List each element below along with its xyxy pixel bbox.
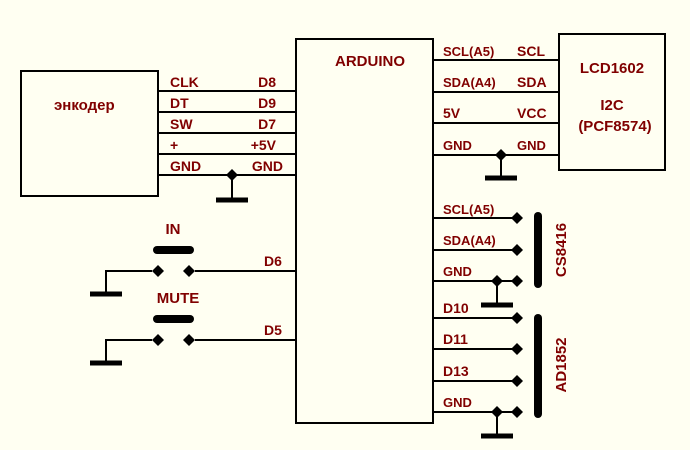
- arduino-title: ARDUINO: [335, 53, 405, 70]
- encoder-pin-clk: CLK: [170, 74, 199, 90]
- cs8416-title: CS8416: [553, 223, 570, 277]
- ground-symbol-cs8416: [481, 281, 513, 308]
- lcd-pin-sda: SDA: [517, 74, 547, 90]
- connector-dots: [491, 212, 523, 418]
- arduino-box: [295, 38, 434, 424]
- button-in-contact-right: [183, 265, 195, 277]
- lcd-arduino-gnd: GND: [443, 138, 472, 153]
- lcd-pin-gnd: GND: [517, 138, 546, 153]
- arduino-pin-d7: D7: [258, 116, 276, 132]
- ad1852-pin-gnd: GND: [443, 395, 472, 410]
- button-in-contact-left: [152, 265, 164, 277]
- lcd-arduino-scl: SCL(A5): [443, 44, 494, 59]
- ad1852-title: AD1852: [553, 337, 570, 392]
- arduino-pin-5v: +5V: [251, 137, 277, 153]
- lcd-pin-vcc: VCC: [517, 105, 547, 121]
- arduino-pin-gnd: GND: [252, 158, 283, 174]
- encoder-title: энкодер: [54, 97, 115, 114]
- encoder-pin-dt: DT: [170, 95, 189, 111]
- lcd-pin-scl: SCL: [517, 43, 545, 59]
- ad1852-pin-d11: D11: [443, 331, 468, 347]
- ad1852-pin-d10: D10: [443, 300, 469, 316]
- button-in-label: IN: [166, 221, 181, 238]
- lcd-title: LCD1602: [580, 60, 644, 77]
- ground-symbol-ad1852: [481, 412, 513, 439]
- arduino-pin-d9: D9: [258, 95, 276, 111]
- button-mute-wire-gnd: [105, 339, 152, 363]
- ground-symbol-lcd: [485, 149, 517, 181]
- arduino-pin-d8: D8: [258, 74, 276, 90]
- lcd-arduino-5v: 5V: [443, 105, 461, 121]
- button-in-pin: D6: [264, 253, 282, 269]
- encoder-box: [20, 70, 159, 197]
- button-mute-label: MUTE: [157, 290, 200, 307]
- encoder-pin-gnd: GND: [170, 158, 201, 174]
- cs8416-pin-gnd: GND: [443, 264, 472, 279]
- lcd-arduino-sda: SDA(A4): [443, 75, 496, 90]
- encoder-pin-sw: SW: [170, 116, 193, 132]
- button-in-wire-gnd: [105, 270, 152, 294]
- ground-symbol-encoder: [216, 169, 248, 203]
- ad1852-pin-d13: D13: [443, 363, 469, 379]
- lcd-box: [558, 33, 666, 171]
- cs8416-pin-scl: SCL(A5): [443, 202, 494, 217]
- encoder-pin-plus: +: [170, 137, 178, 153]
- button-mute-contact-left: [152, 334, 164, 346]
- button-mute-pin: D5: [264, 322, 282, 338]
- lcd-subtitle-i2c: I2C: [600, 97, 624, 114]
- cs8416-pin-sda: SDA(A4): [443, 233, 496, 248]
- button-mute-contact-right: [183, 334, 195, 346]
- lcd-subtitle-pcf: (PCF8574): [578, 118, 651, 135]
